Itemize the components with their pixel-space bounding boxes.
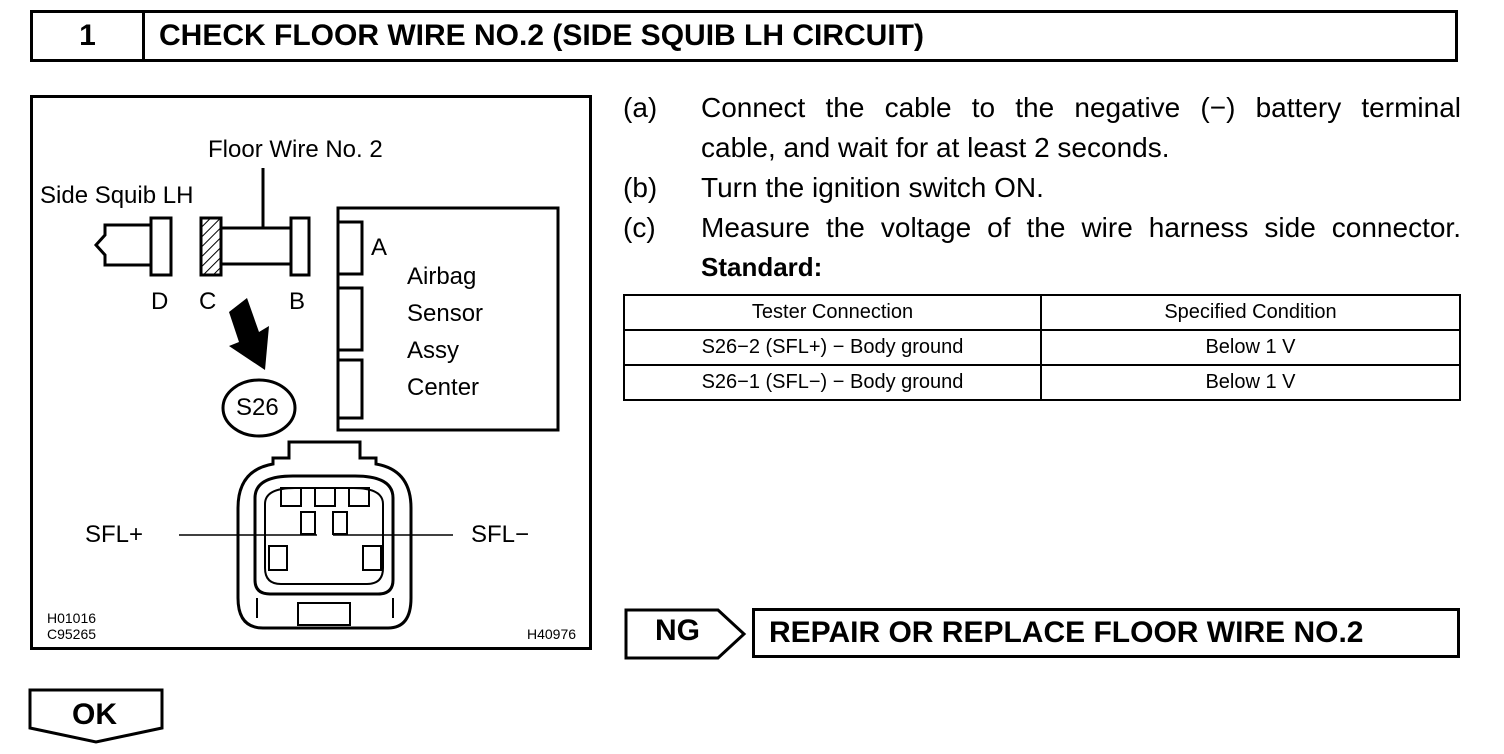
- figure-code-2: C95265: [47, 626, 97, 642]
- figure-code-1: H01016: [47, 610, 97, 626]
- terminal-2: [300, 511, 316, 535]
- table-header: Tester Connection: [622, 294, 1043, 331]
- side-squib-label: Side Squib LH: [40, 182, 194, 209]
- airbag-line-3: Assy: [407, 337, 460, 364]
- terminal-slot-3: [348, 487, 370, 507]
- step-header: 1 CHECK FLOOR WIRE NO.2 (SIDE SQUIB LH C…: [30, 10, 1458, 62]
- terminal-slot-2: [314, 487, 336, 507]
- step-a-key: (a): [623, 92, 658, 123]
- ng-action-box: REPAIR OR REPLACE FLOOR WIRE NO.2: [752, 608, 1460, 658]
- airbag-line-4: Center: [407, 374, 480, 401]
- table-header-row: Tester Connection Specified Condition: [622, 294, 1461, 331]
- connector-illustration: Floor Wire No. 2 Side Squib LH A D C B A…: [30, 95, 592, 650]
- connector-c-label: C: [199, 288, 217, 315]
- ng-label: NG: [655, 614, 700, 647]
- step-number: 1: [33, 13, 145, 59]
- connector-c-body: [199, 216, 223, 277]
- connector-b-body: [289, 216, 311, 277]
- step-title: CHECK FLOOR WIRE NO.2 (SIDE SQUIB LH CIR…: [159, 19, 924, 52]
- floor-wire-body: [219, 226, 293, 266]
- ok-label: OK: [72, 698, 117, 731]
- wiring-diagram: [93, 168, 560, 630]
- airbag-connector-3: [336, 358, 364, 420]
- step-c-line-1: Measure the voltage of the wire harness …: [701, 212, 1461, 243]
- latch-right: [362, 545, 382, 571]
- side-squib-plug: [93, 223, 151, 267]
- connector-inner: [253, 474, 395, 596]
- ng-tag: [624, 608, 747, 660]
- ok-tag: [28, 688, 164, 744]
- latch-left: [268, 545, 288, 571]
- airbag-line-2: Sensor: [407, 300, 484, 327]
- step-a-line-1: Connect the cable to the negative (−) ba…: [701, 92, 1461, 123]
- airbag-connector-a: [336, 220, 364, 276]
- figure-code-3: H40976: [527, 626, 577, 642]
- floor-wire-label: Floor Wire No. 2: [208, 136, 383, 163]
- table-row: S26−2 (SFL+) − Body ground Below 1 V: [622, 329, 1461, 366]
- terminal-slot-1: [280, 487, 302, 507]
- step-a-line-2: cable, and wait for at least 2 seconds.: [701, 132, 1170, 163]
- connector-b-label: B: [289, 288, 306, 315]
- s26-label: S26: [236, 394, 279, 421]
- airbag-line-1: Airbag: [407, 263, 477, 290]
- connector-a-label: A: [371, 234, 388, 261]
- connector-d-label: D: [151, 288, 169, 315]
- table-cell: Below 1 V: [1040, 329, 1461, 366]
- sfl-plus-label: SFL+: [85, 521, 144, 548]
- airbag-sensor-label: Airbag Sensor Assy Center: [407, 258, 483, 406]
- step-b-key: (b): [623, 172, 658, 203]
- arrow-icon: [229, 298, 269, 370]
- airbag-connector-2: [336, 286, 364, 352]
- connector-d-body: [149, 216, 173, 277]
- s26-ellipse: [221, 378, 297, 438]
- connector-face: [236, 440, 413, 630]
- sfl-minus-label: SFL−: [471, 521, 530, 548]
- spec-table: Tester Connection Specified Condition S2…: [622, 294, 1461, 401]
- terminal-1: [332, 511, 348, 535]
- step-c-key: (c): [623, 212, 656, 243]
- lock-tab: [297, 602, 351, 626]
- table-cell: S26−1 (SFL−) − Body ground: [622, 364, 1043, 401]
- table-row: S26−1 (SFL−) − Body ground Below 1 V: [622, 364, 1461, 401]
- table-cell: Below 1 V: [1040, 364, 1461, 401]
- standard-label: Standard:: [701, 252, 823, 282]
- table-header: Specified Condition: [1040, 294, 1461, 331]
- table-cell: S26−2 (SFL+) − Body ground: [622, 329, 1043, 366]
- step-b-line-1: Turn the ignition switch ON.: [701, 172, 1044, 203]
